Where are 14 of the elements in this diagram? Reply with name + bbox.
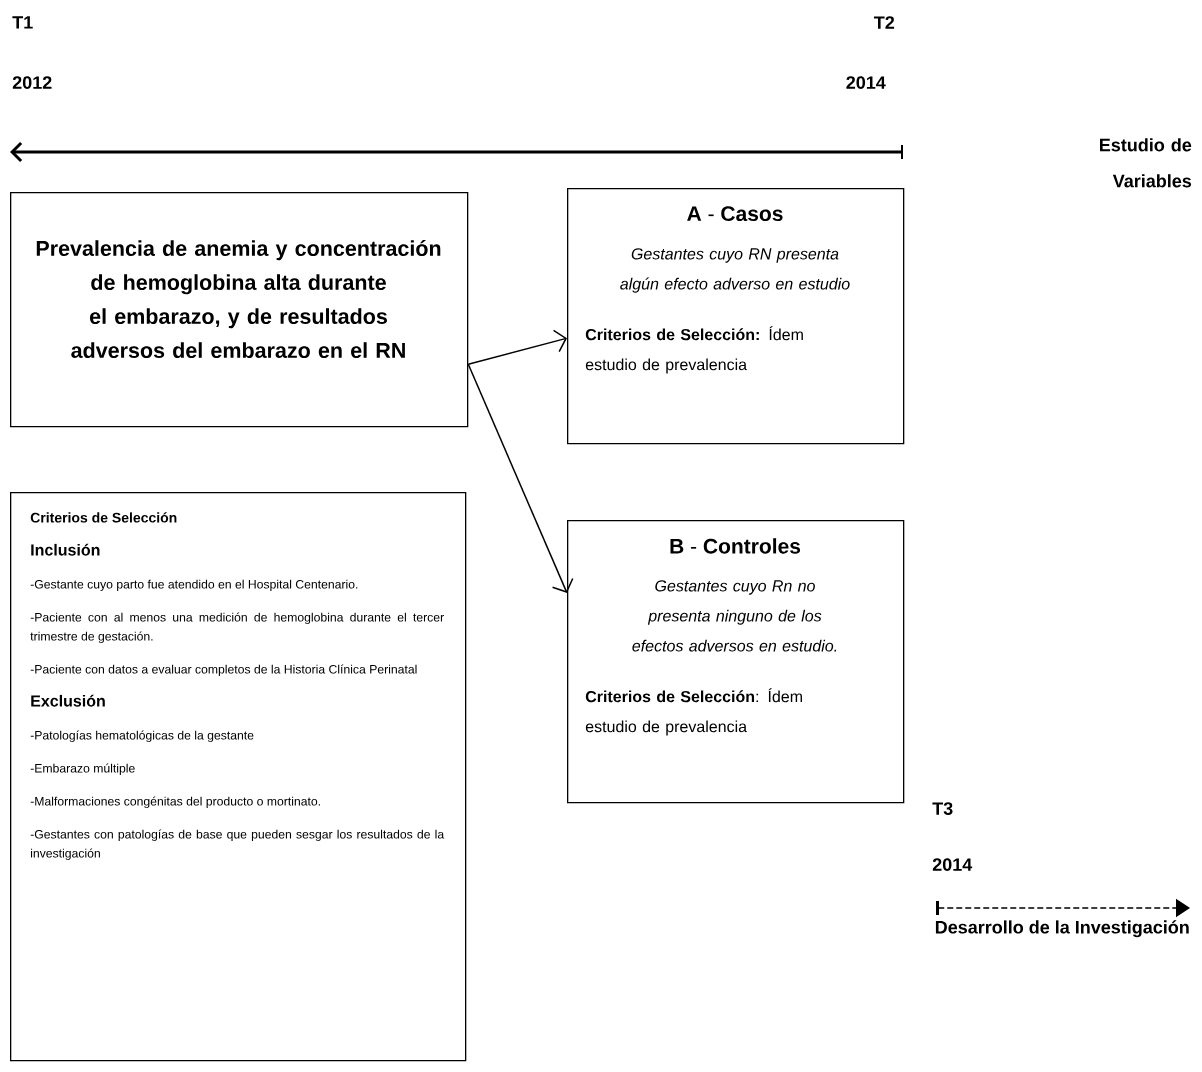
time-label: T2 [874,16,895,29]
year-label: 2014 [932,858,973,871]
time-label: T3 [932,802,953,815]
time-label: T1 [12,16,33,29]
group-box: B - Controles Gestantes cuyo Rn no presenta ninguno de los efectos adversos en estudio. Criterios de Selección: Ídem estudio de prevalencia [567,520,905,804]
timeline-label: Estudio de Variables [1100,138,1192,188]
year-label: 2014 [846,76,886,89]
arrow [467,363,574,593]
arrow [467,329,567,366]
criteria-box: Criterios de Selección Inclusión -Gestante cuyo parto fue atendido en el Hospital Centenario. -Paciente con al menos una medición de hemoglobina durante el tercer trimestre de gestación. -Paciente con datos a evaluar completos de la Historia Clínica Perinatal Exclusión -Patologías hematológicas de la gestante -Embarazo múltiple -Malformaciones congénitas del producto o mortinato. -Gestantes con patologías de base que pueden sesgar los resultados de la investigación [10,492,467,1062]
timeline-label: Desarrollo de la Investigación [935,920,1189,938]
study-box: Prevalencia de anemia y concentración de hemoglobina alta durante el embarazo, y de resultados adversos del embarazo en el RN [10,192,469,428]
year-label: 2012 [12,76,52,89]
group-box: A - Casos Gestantes cuyo RN presenta algún efecto adverso en estudio Criterios de Selección: Ídem estudio de prevalencia [567,188,905,445]
